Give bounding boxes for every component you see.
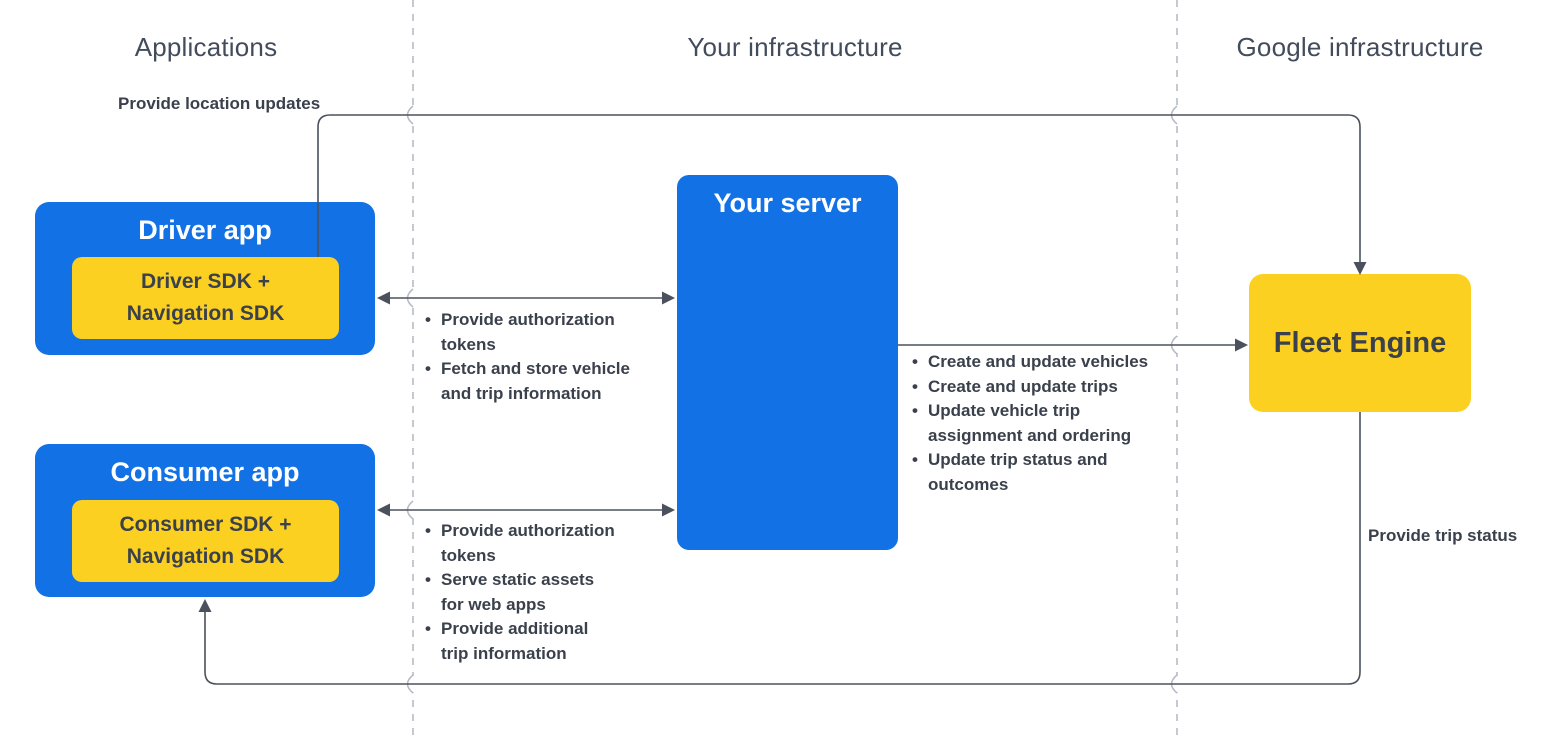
list-item: Provide authorization tokens xyxy=(425,308,657,357)
fleet-engine-title: Fleet Engine xyxy=(1273,326,1447,359)
label-provide-trip-status: Provide trip status xyxy=(1368,526,1518,545)
driver-sdk-label: Driver SDK + Navigation SDK xyxy=(126,270,285,325)
list-item: Provide additional trip information xyxy=(425,617,635,666)
driver-server-bullet-list: Provide authorization tokens Fetch and s… xyxy=(425,308,657,406)
label-provide-location-updates: Provide location updates xyxy=(118,94,321,113)
arrowhead-up-consumer-app xyxy=(198,599,212,612)
arrowhead-right-your-server xyxy=(662,291,675,305)
lane-heading-google-infrastructure: Google infrastructure xyxy=(1236,32,1484,62)
your-server-box: Your server xyxy=(677,175,898,550)
arrowhead-left-consumer-app xyxy=(377,503,390,517)
list-item: Serve static assets for web apps xyxy=(425,568,635,617)
fleet-engine-box: Fleet Engine xyxy=(1249,274,1471,412)
list-item: Update vehicle trip assignment and order… xyxy=(912,399,1172,448)
arrowhead-right-fleet-engine xyxy=(1235,338,1248,352)
consumer-app-box: Consumer app Consumer SDK + Navigation S… xyxy=(35,444,375,597)
list-item: Provide authorization tokens xyxy=(425,519,635,568)
consumer-sdk-label: Consumer SDK + Navigation SDK xyxy=(119,513,292,568)
driver-sdk-box: Driver SDK + Navigation SDK xyxy=(72,257,339,339)
list-item: Create and update vehicles xyxy=(912,350,1172,375)
driver-app-title: Driver app xyxy=(138,215,272,245)
arrowhead-right-your-server-2 xyxy=(662,503,675,517)
server-fleet-bullet-list: Create and update vehicles Create and up… xyxy=(912,350,1172,497)
lane-heading-applications: Applications xyxy=(134,32,278,62)
your-server-title: Your server xyxy=(713,188,862,218)
arrowhead-left-driver-app xyxy=(377,291,390,305)
consumer-sdk-box: Consumer SDK + Navigation SDK xyxy=(72,500,339,582)
list-item: Create and update trips xyxy=(912,375,1172,400)
lane-heading-your-infrastructure: Your infrastructure xyxy=(687,32,903,62)
driver-app-box: Driver app Driver SDK + Navigation SDK xyxy=(35,202,375,355)
consumer-app-title: Consumer app xyxy=(110,457,300,487)
list-item: Update trip status and outcomes xyxy=(912,448,1172,497)
consumer-server-bullet-list: Provide authorization tokens Serve stati… xyxy=(425,519,635,666)
list-item: Fetch and store vehicle and trip informa… xyxy=(425,357,657,406)
